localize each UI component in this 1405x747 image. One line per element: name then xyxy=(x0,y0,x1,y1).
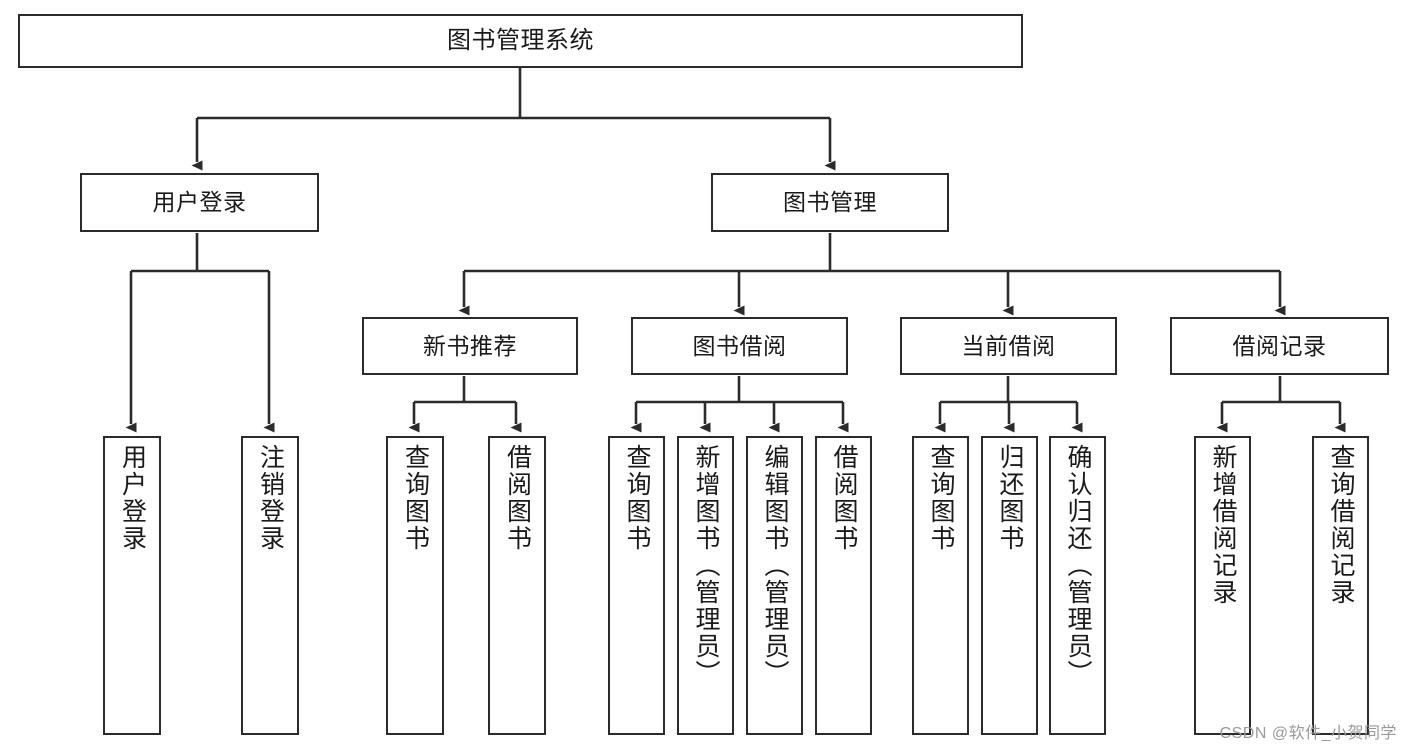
leaf-return-book-label: 归还图书 xyxy=(996,444,1024,552)
leaf-query-record[interactable]: 查询借阅记录 xyxy=(1312,436,1369,735)
node-new-book-recommend[interactable]: 新书推荐 xyxy=(362,317,578,375)
leaf-confirm-return-label: 确认归还（管理员） xyxy=(1064,444,1092,687)
leaf-edit-book[interactable]: 编辑图书（管理员） xyxy=(746,436,803,735)
watermark-text: CSDN @软件_小贺同学 xyxy=(1219,725,1397,742)
leaf-logout-login-label: 注销登录 xyxy=(256,444,285,552)
leaf-confirm-return[interactable]: 确认归还（管理员） xyxy=(1049,436,1106,735)
leaf-query-book-2[interactable]: 查询图书 xyxy=(608,436,665,735)
node-book-manage-label: 图书管理 xyxy=(783,189,877,216)
node-current-borrow[interactable]: 当前借阅 xyxy=(900,317,1117,375)
leaf-add-record-label: 新增借阅记录 xyxy=(1209,444,1237,606)
node-book-borrow-label: 图书借阅 xyxy=(692,332,787,359)
leaf-borrow-book-2-label: 借阅图书 xyxy=(830,444,858,552)
leaf-user-login-label: 用户登录 xyxy=(118,444,147,552)
node-book-borrow[interactable]: 图书借阅 xyxy=(631,317,848,375)
node-current-borrow-label: 当前借阅 xyxy=(961,332,1056,359)
leaf-borrow-book-1-label: 借阅图书 xyxy=(503,444,532,552)
leaf-add-book[interactable]: 新增图书（管理员） xyxy=(677,436,734,735)
node-root-label: 图书管理系统 xyxy=(447,27,594,55)
node-borrow-record[interactable]: 借阅记录 xyxy=(1170,317,1389,375)
leaf-borrow-book-2[interactable]: 借阅图书 xyxy=(815,436,872,735)
node-new-book-recommend-label: 新书推荐 xyxy=(423,332,517,359)
leaf-query-book-1[interactable]: 查询图书 xyxy=(386,436,444,735)
node-root[interactable]: 图书管理系统 xyxy=(18,14,1023,68)
node-user-login[interactable]: 用户登录 xyxy=(80,173,319,232)
leaf-logout-login[interactable]: 注销登录 xyxy=(241,436,299,735)
leaf-query-record-label: 查询借阅记录 xyxy=(1327,444,1355,606)
node-borrow-record-label: 借阅记录 xyxy=(1232,332,1327,359)
leaf-return-book[interactable]: 归还图书 xyxy=(981,436,1038,735)
leaf-query-book-3[interactable]: 查询图书 xyxy=(912,436,969,735)
leaf-add-book-label: 新增图书（管理员） xyxy=(692,444,720,687)
leaf-edit-book-label: 编辑图书（管理员） xyxy=(761,444,789,687)
node-user-login-label: 用户登录 xyxy=(152,189,247,216)
leaf-add-record[interactable]: 新增借阅记录 xyxy=(1194,436,1251,735)
leaf-user-login[interactable]: 用户登录 xyxy=(103,436,161,735)
leaf-query-book-2-label: 查询图书 xyxy=(623,444,651,552)
leaf-query-book-3-label: 查询图书 xyxy=(927,444,955,552)
node-book-manage[interactable]: 图书管理 xyxy=(711,173,949,232)
leaf-borrow-book-1[interactable]: 借阅图书 xyxy=(488,436,546,735)
leaf-query-book-1-label: 查询图书 xyxy=(401,444,430,552)
